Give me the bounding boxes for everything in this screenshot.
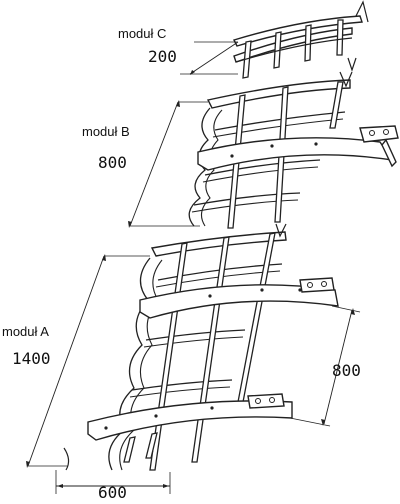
width-dimension: 600: [98, 483, 127, 502]
labels: moduł C 200 moduł B 800 moduł A 1400 800…: [2, 26, 361, 502]
module-b-drawing: [188, 71, 399, 229]
module-a-name: moduł A: [2, 324, 49, 339]
module-c-name: moduł C: [118, 26, 166, 41]
dimension-lines: [26, 41, 361, 494]
module-b-length: 800: [98, 153, 127, 172]
module-c-drawing: [233, 0, 369, 79]
module-c-length: 200: [148, 47, 177, 66]
module-b-name: moduł B: [82, 124, 130, 139]
module-a-length: 1400: [12, 349, 51, 368]
module-a-drawing: [63, 223, 339, 471]
side-dimension: 800: [332, 361, 361, 380]
